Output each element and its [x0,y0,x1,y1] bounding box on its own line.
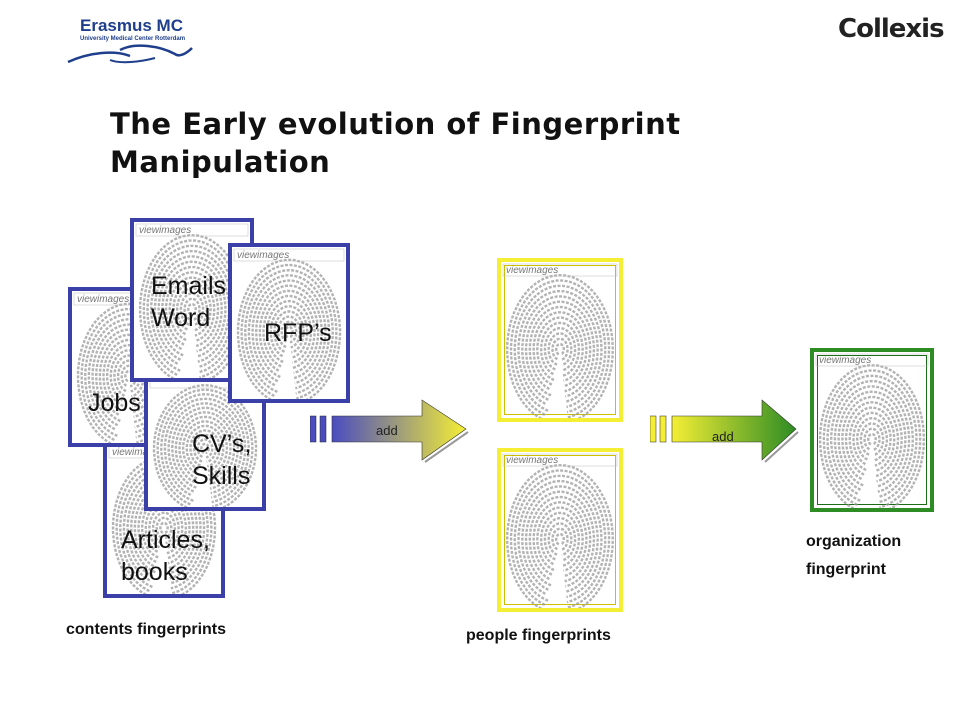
add-label-2: add [712,429,734,444]
card-tag: viewimages [112,447,165,458]
caption-organization-line2: fingerprint [806,561,886,578]
fingerprint-icon [233,248,345,399]
card-tag: viewimages [506,455,559,466]
add-arrow-1 [310,399,469,463]
card-cvs-skills: CV’s,Skills [144,370,266,511]
erasmus-mc-logo: Erasmus MC University Medical Center Rot… [60,12,200,72]
fingerprint-icon [815,353,929,508]
caption-people-fingerprints: people fingerprints [466,627,611,644]
card-organization: viewimages [810,348,934,512]
slide-title: The Early evolution of Fingerprint Manip… [110,107,681,179]
card-tag: viewimages [506,265,559,276]
add-arrow-2 [650,399,799,463]
fingerprint-icon [502,453,618,608]
card-rfps: viewimages RFP’s [228,243,350,403]
add-label-1: add [376,423,398,438]
caption-contents-fingerprints: contents fingerprints [66,621,227,638]
caption-organization-line1: organization [806,533,902,550]
fingerprint-icon [502,263,618,418]
collexis-logo: Collexis [838,14,945,44]
erasmus-logo-text: Erasmus MC [80,16,183,35]
card-tag: viewimages [237,250,290,261]
card-people-2: viewimages [497,448,623,612]
caption-organization-fingerprint: organization fingerprint [806,528,901,584]
card-tag: viewimages [819,355,872,366]
card-label-articles: Articles,books [121,526,210,586]
erasmus-signature-icon [67,44,193,64]
card-label-rfps: RFP’s [264,319,332,347]
card-tag: viewimages [139,225,192,236]
erasmus-logo-subtext: University Medical Center Rotterdam [80,36,186,42]
card-label-emails: Emails,Word [151,272,233,332]
card-label-cvs: CV’s,Skills [192,430,252,490]
card-people-1: viewimages [497,258,623,422]
fingerprint-icon [149,375,261,507]
card-label-jobs: Jobs [88,389,141,417]
card-tag: viewimages [77,294,130,305]
